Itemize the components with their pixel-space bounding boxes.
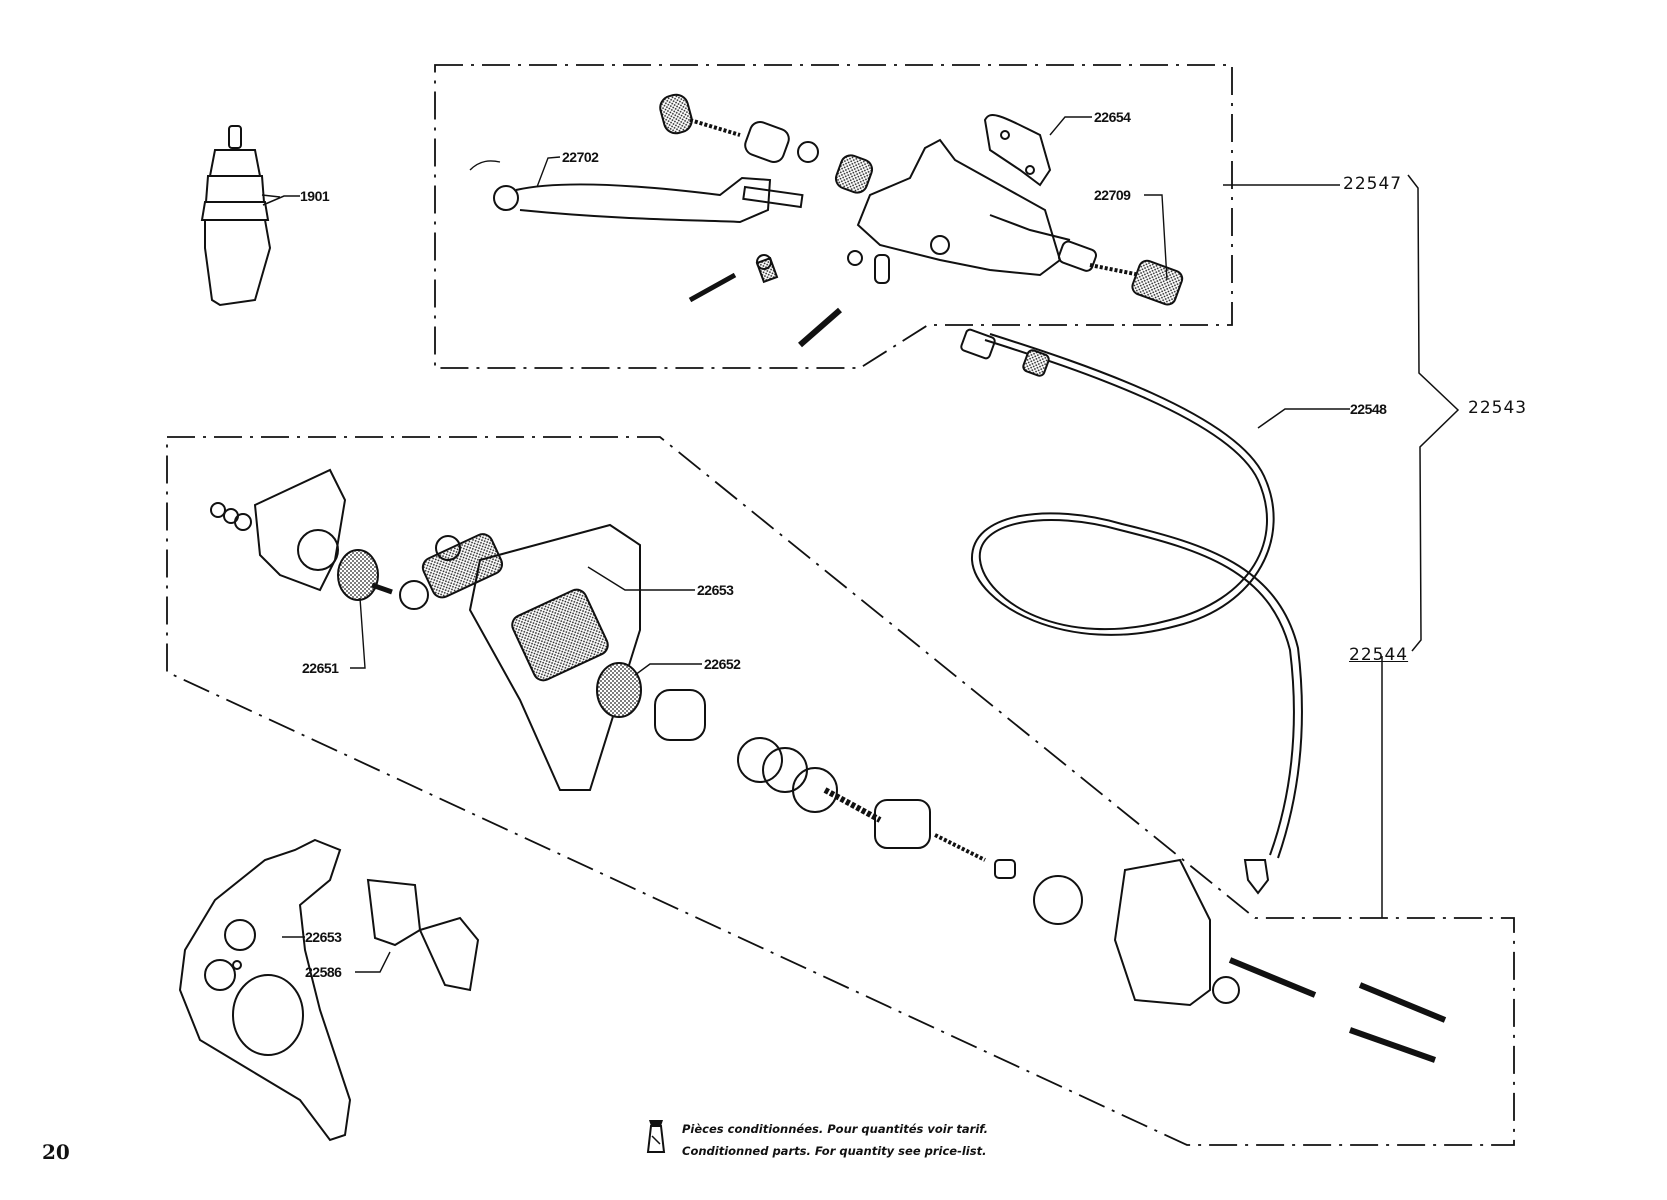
leader-22586 bbox=[355, 951, 391, 973]
brace-22543 bbox=[1407, 174, 1460, 652]
group-22544-outline bbox=[166, 436, 1515, 1146]
part-label-22653-bottom[interactable]: 22653 bbox=[305, 929, 342, 945]
master-cylinder-drawing bbox=[659, 93, 1184, 348]
page-number: 20 bbox=[42, 1140, 70, 1164]
alternate-bracket-drawing bbox=[178, 838, 480, 1142]
part-label-22544[interactable]: 22544 bbox=[1349, 645, 1409, 665]
part-label-1901[interactable]: 1901 bbox=[300, 188, 330, 204]
leader-22548 bbox=[1257, 408, 1350, 429]
part-label-22543[interactable]: 22543 bbox=[1468, 398, 1528, 418]
part-label-22586[interactable]: 22586 bbox=[305, 964, 342, 980]
caliper-parts-drawing bbox=[210, 468, 1447, 1063]
part-label-22651[interactable]: 22651 bbox=[302, 660, 339, 676]
conditioned-parts-bag-icon bbox=[646, 1120, 666, 1153]
leader-22652 bbox=[634, 663, 702, 676]
part-label-22653-top[interactable]: 22653 bbox=[697, 582, 734, 598]
leader-22702 bbox=[536, 156, 561, 188]
brake-lever-drawing bbox=[469, 160, 804, 224]
part-label-22654[interactable]: 22654 bbox=[1094, 109, 1131, 125]
part-label-22702[interactable]: 22702 bbox=[562, 149, 599, 165]
leader-22653-top bbox=[587, 566, 695, 591]
part-label-22709[interactable]: 22709 bbox=[1094, 187, 1131, 203]
leader-1901 bbox=[262, 195, 300, 206]
hydraulic-hose-drawing bbox=[960, 328, 1303, 895]
part-label-22547[interactable]: 22547 bbox=[1343, 174, 1403, 194]
leader-22709 bbox=[1144, 194, 1168, 281]
leader-22651 bbox=[350, 597, 366, 669]
part-label-22548[interactable]: 22548 bbox=[1350, 401, 1387, 417]
leader-22654 bbox=[1049, 116, 1092, 136]
part-label-22652[interactable]: 22652 bbox=[704, 656, 741, 672]
footer-note-fr: Pièces conditionnées. Pour quantités voi… bbox=[682, 1122, 989, 1136]
brake-fluid-bottle-drawing bbox=[200, 125, 281, 307]
footer-note-en: Conditionned parts. For quantity see pri… bbox=[682, 1144, 987, 1158]
